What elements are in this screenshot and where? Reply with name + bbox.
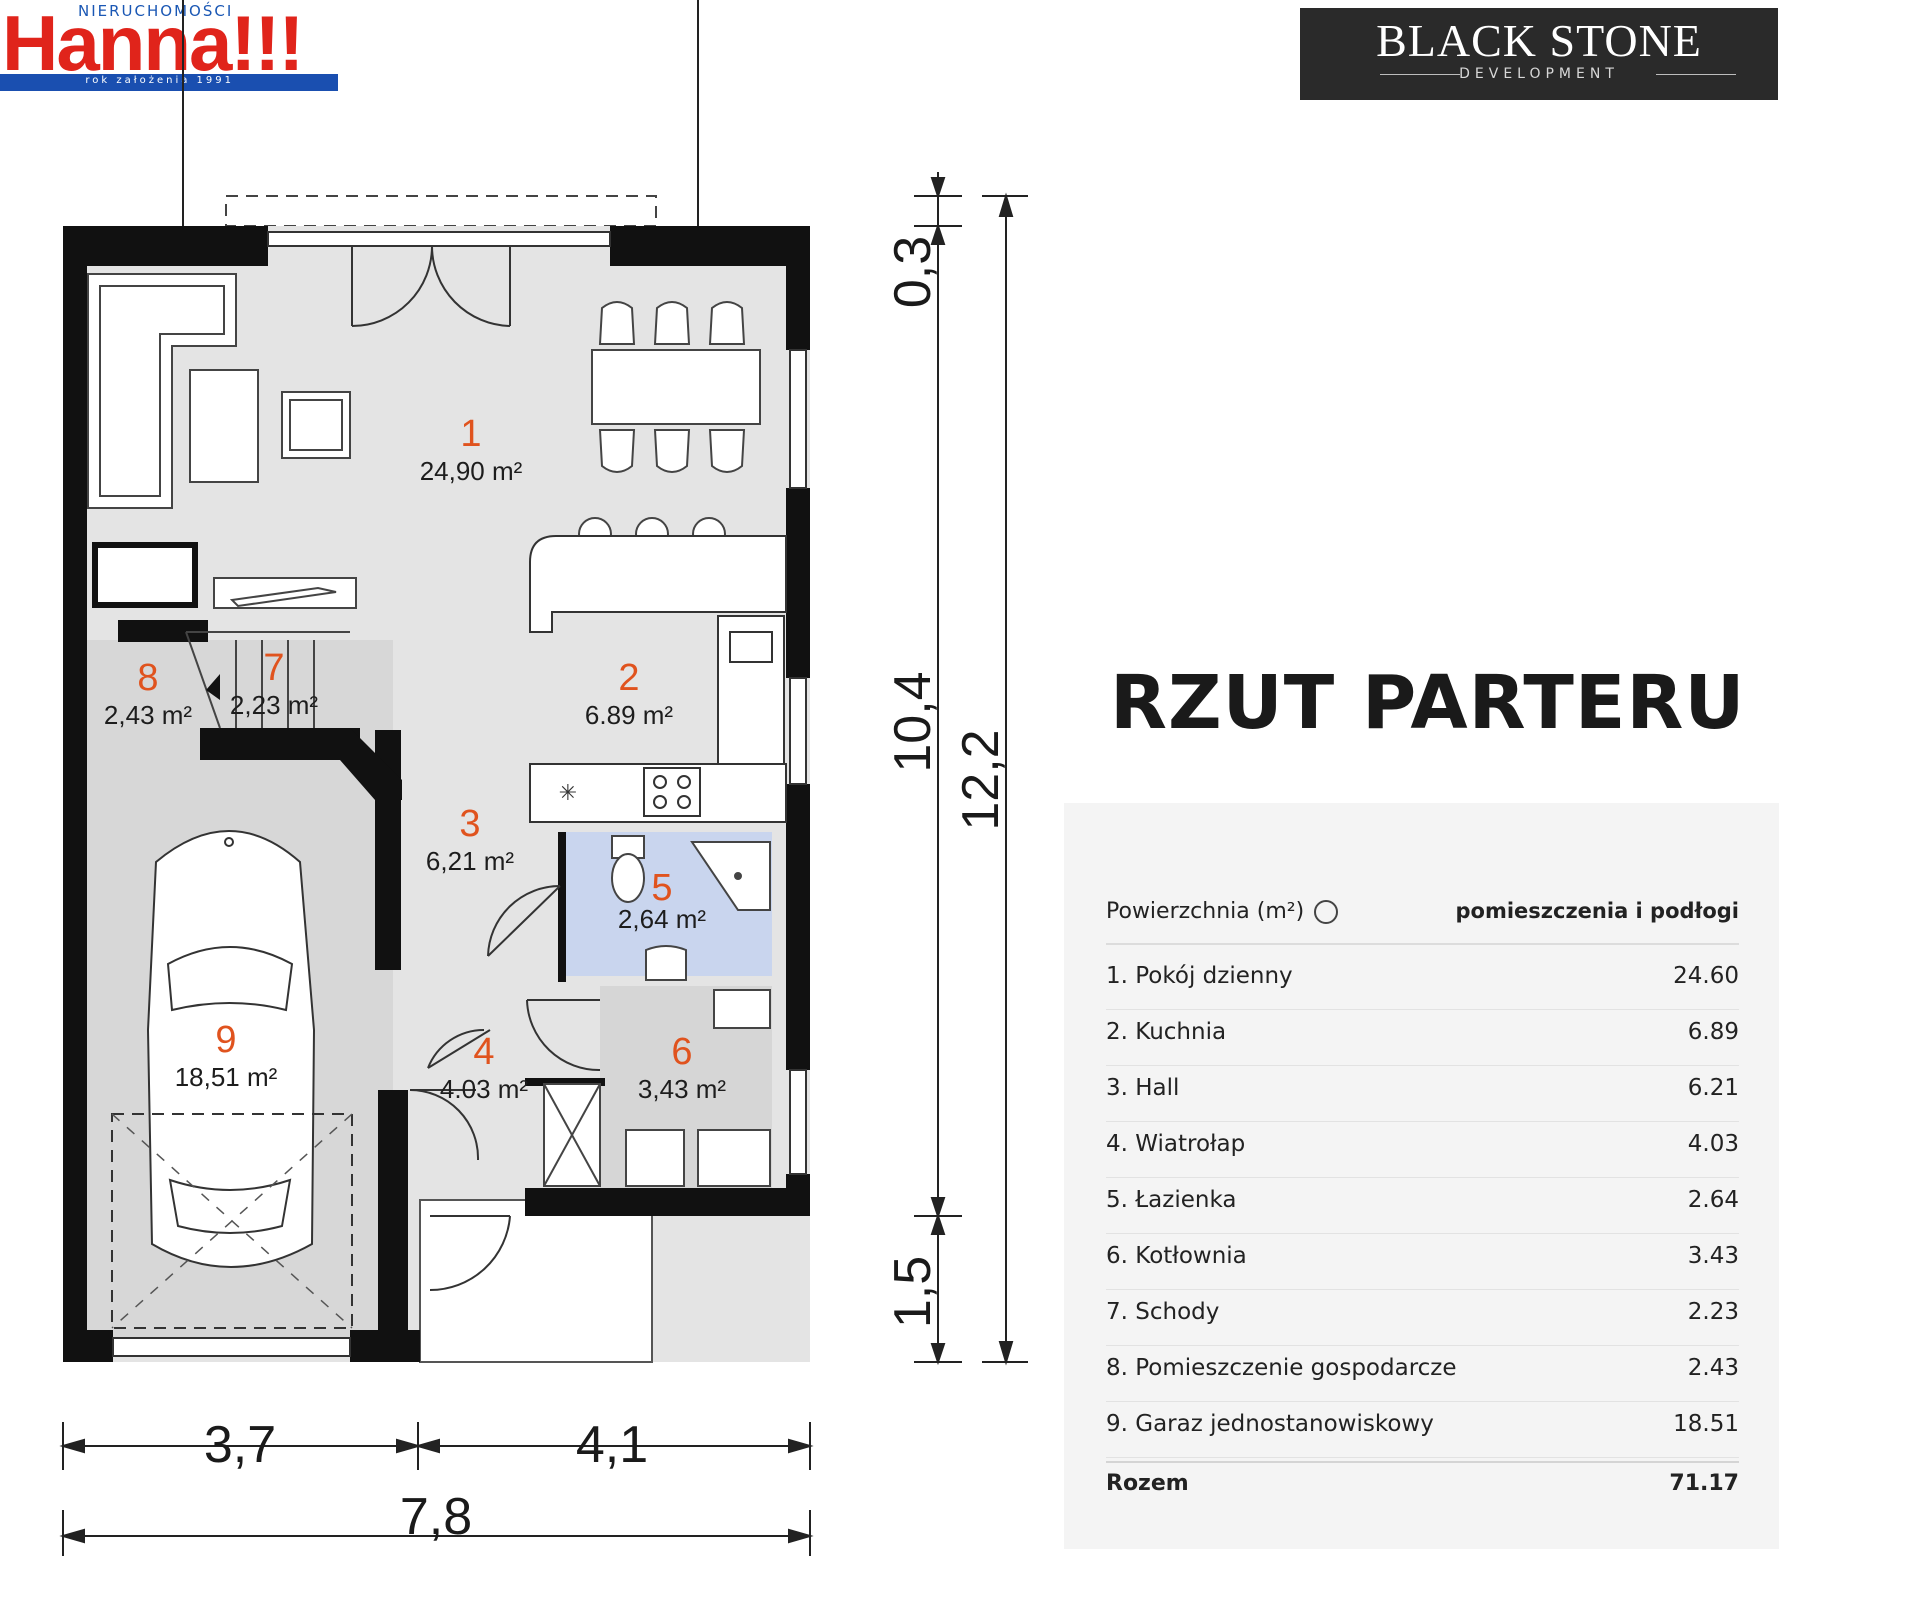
room-1-area: 24,90 m² <box>420 456 523 486</box>
room-area-value: 6.21 <box>1687 1075 1739 1101</box>
dimension-0-3: 0,3 <box>884 236 942 308</box>
room-5-area: 2,64 m² <box>618 904 706 934</box>
room-5-number: 5 <box>651 867 672 909</box>
room-name: 3. Hall <box>1106 1075 1180 1101</box>
hanna-logo-top-text: NIERUCHOMOŚCI <box>74 2 238 20</box>
room-area-value: 4.03 <box>1687 1131 1739 1157</box>
area-table-row: 4. Wiatrołap 4.03 <box>1106 1121 1739 1178</box>
dimension-7-8: 7,8 <box>400 1488 472 1546</box>
room-area-value: 18.51 <box>1673 1411 1739 1437</box>
area-table-total-value: 71.17 <box>1669 1471 1739 1496</box>
bathroom-fixtures <box>611 835 771 981</box>
dimension-12-2: 12,2 <box>952 729 1010 830</box>
dimension-3-7: 3,7 <box>204 1416 276 1474</box>
room-6-area: 3,43 m² <box>638 1074 726 1104</box>
hanna-logo-tagline: rok założenia 1991 <box>85 75 234 86</box>
room-name: 6. Kotłownia <box>1106 1243 1247 1269</box>
walls <box>63 226 810 1362</box>
room-area-value: 6.89 <box>1687 1019 1739 1045</box>
room-name: 5. Łazienka <box>1106 1187 1237 1213</box>
room-name: 2. Kuchnia <box>1106 1019 1227 1045</box>
plan-title: RZUT PARTERU <box>1110 660 1746 746</box>
terrace-outline <box>225 195 657 227</box>
hanna-logo: Hanna!!! NIERUCHOMOŚCI rok założenia 199… <box>0 0 340 96</box>
horizontal-dimensions <box>59 1422 814 1556</box>
area-table-total-divider <box>1106 1461 1739 1463</box>
room-3-number: 3 <box>459 803 480 845</box>
room-area-value: 3.43 <box>1687 1243 1739 1269</box>
room-area-value: 2.43 <box>1687 1355 1739 1381</box>
dimension-1-5: 1,5 <box>884 1256 942 1328</box>
area-table-header-right: pomieszczenia i podłogi <box>1455 899 1740 923</box>
room-2-number: 2 <box>618 657 639 699</box>
room-area-value: 2.64 <box>1687 1187 1739 1213</box>
room-name: 7. Schody <box>1106 1299 1220 1325</box>
fireplace-icon <box>229 586 337 608</box>
area-table-row: 6. Kotłownia 3.43 <box>1106 1233 1739 1290</box>
room-8-area: 2,43 m² <box>104 700 192 730</box>
room-name: 9. Garaz jednostanowiskowy <box>1106 1411 1434 1437</box>
room-8-number: 8 <box>137 657 158 699</box>
area-table-row: 7. Schody 2.23 <box>1106 1289 1739 1346</box>
circle-icon <box>1314 900 1339 924</box>
logo-divider-right <box>1656 74 1736 75</box>
terrace-doors <box>351 245 511 327</box>
windows <box>112 231 807 1357</box>
garage-door-outline <box>111 1113 353 1329</box>
room-4-area: 4.03 m² <box>440 1074 528 1104</box>
room-4-number: 4 <box>473 1031 494 1073</box>
corner-sofa <box>87 273 351 509</box>
area-table-header-left-wrap: Powierzchnia (m²) <box>1106 899 1339 924</box>
area-table-row: 9. Garaz jednostanowiskowy 18.51 <box>1106 1401 1739 1458</box>
room-7-area: 2,23 m² <box>230 690 318 720</box>
area-table-row: 3. Hall 6.21 <box>1106 1065 1739 1122</box>
kitchen-counters <box>529 535 787 823</box>
car-icon <box>146 830 316 1268</box>
dimension-4-1: 4,1 <box>576 1416 648 1474</box>
black-stone-logo: BLACK STONE DEVELOPMENT <box>1300 8 1778 100</box>
black-stone-logo-subtitle: DEVELOPMENT <box>1459 66 1619 82</box>
area-table: Powierzchnia (m²) pomieszczenia i podłog… <box>1064 803 1779 1549</box>
area-table-row: 5. Łazienka 2.64 <box>1106 1177 1739 1234</box>
stairs-arrow-icon <box>206 674 220 700</box>
room-area-value: 2.23 <box>1687 1299 1739 1325</box>
black-stone-logo-name: BLACK STONE <box>1376 15 1702 66</box>
area-table-row: 2. Kuchnia 6.89 <box>1106 1009 1739 1066</box>
room-9-number: 9 <box>215 1019 236 1061</box>
room-name: 8. Pomieszczenie gospodarcze <box>1106 1355 1457 1381</box>
room-3-area: 6,21 m² <box>426 846 514 876</box>
hall-wall-corner <box>200 728 402 800</box>
room-1-number: 1 <box>460 413 481 455</box>
dimension-10-4: 10,4 <box>884 671 942 772</box>
logo-divider-left <box>1380 74 1460 75</box>
room-9-area: 18,51 m² <box>175 1062 278 1092</box>
room-area-value: 24.60 <box>1673 963 1739 989</box>
fridge-icon: ✳ <box>559 781 577 806</box>
stairs <box>185 631 350 729</box>
area-table-row: 1. Pokój dzienny 24.60 <box>1106 953 1739 1010</box>
room-2-area: 6.89 m² <box>585 700 673 730</box>
room-name: 1. Pokój dzienny <box>1106 963 1293 989</box>
room-name: 4. Wiatrołap <box>1106 1131 1246 1157</box>
entrance-porch <box>419 1199 653 1363</box>
room-7-number: 7 <box>263 647 284 689</box>
area-table-header-left: Powierzchnia (m²) <box>1106 899 1305 924</box>
vertical-dimensions <box>914 172 1028 1366</box>
area-table-total: Rozem 71.17 <box>1106 1471 1739 1511</box>
interior-doors <box>409 885 601 1292</box>
area-table-row: 8. Pomieszczenie gospodarcze 2.43 <box>1106 1345 1739 1402</box>
garage-door-diagonal <box>111 1113 353 1329</box>
room-6-number: 6 <box>671 1031 692 1073</box>
area-table-total-label: Rozem <box>1106 1471 1189 1496</box>
boiler-room-fixtures <box>543 989 771 1187</box>
area-table-header: Powierzchnia (m²) pomieszczenia i podłog… <box>1106 899 1740 945</box>
hanna-logo-bar: rok założenia 1991 <box>0 74 338 91</box>
